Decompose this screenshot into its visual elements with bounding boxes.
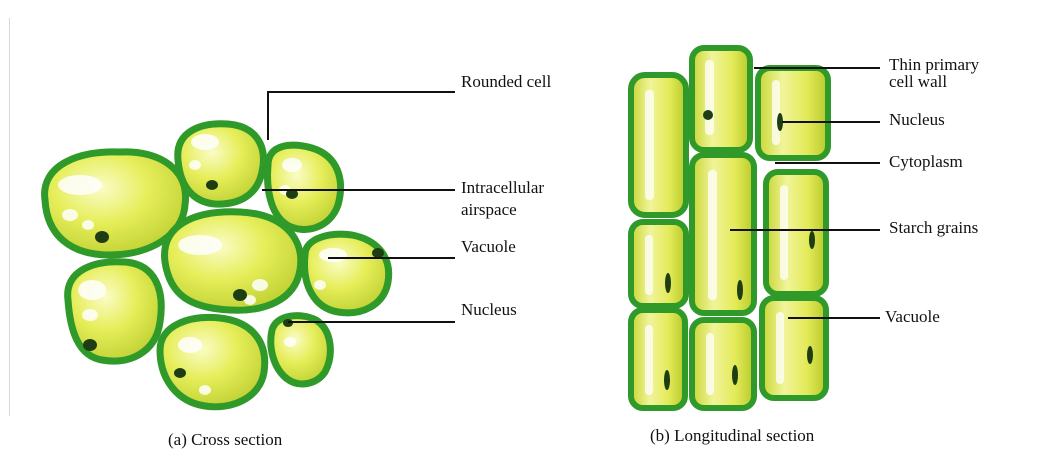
round-cell — [268, 145, 341, 229]
label-rounded-cell: Rounded cell — [461, 72, 551, 92]
elongated-cell — [631, 75, 686, 215]
cross-section-diagram — [45, 124, 389, 407]
leader-rounded-cell — [268, 92, 455, 140]
caption-cross-section: (a) Cross section — [168, 430, 282, 450]
elongated-cell — [692, 48, 750, 150]
elongated-cell — [692, 320, 754, 408]
label-cell-wall-line1: Thin primary — [889, 56, 979, 73]
longitudinal-section-diagram — [631, 48, 828, 408]
round-cell — [165, 212, 301, 310]
elongated-cell — [692, 155, 754, 313]
label-starch-grains: Starch grains — [889, 218, 978, 238]
label-cytoplasm: Cytoplasm — [889, 152, 963, 172]
label-airspace-line2: airspace — [461, 200, 517, 220]
elongated-cell — [766, 172, 826, 294]
elongated-cell — [631, 310, 685, 408]
round-cell — [271, 316, 331, 384]
label-vacuole-b: Vacuole — [885, 307, 940, 327]
label-cell-wall-line2: cell wall — [889, 73, 947, 90]
label-vacuole: Vacuole — [461, 237, 516, 257]
round-cell — [68, 262, 162, 361]
round-cell — [160, 317, 265, 406]
round-cell — [305, 234, 389, 313]
label-nucleus-b: Nucleus — [889, 110, 945, 130]
label-nucleus: Nucleus — [461, 300, 517, 320]
elongated-cell — [758, 68, 828, 158]
elongated-cell — [762, 298, 826, 398]
label-airspace-line1: Intracellular — [461, 178, 544, 198]
caption-longitudinal-section: (b) Longitudinal section — [650, 426, 814, 446]
elongated-cell — [631, 222, 686, 306]
